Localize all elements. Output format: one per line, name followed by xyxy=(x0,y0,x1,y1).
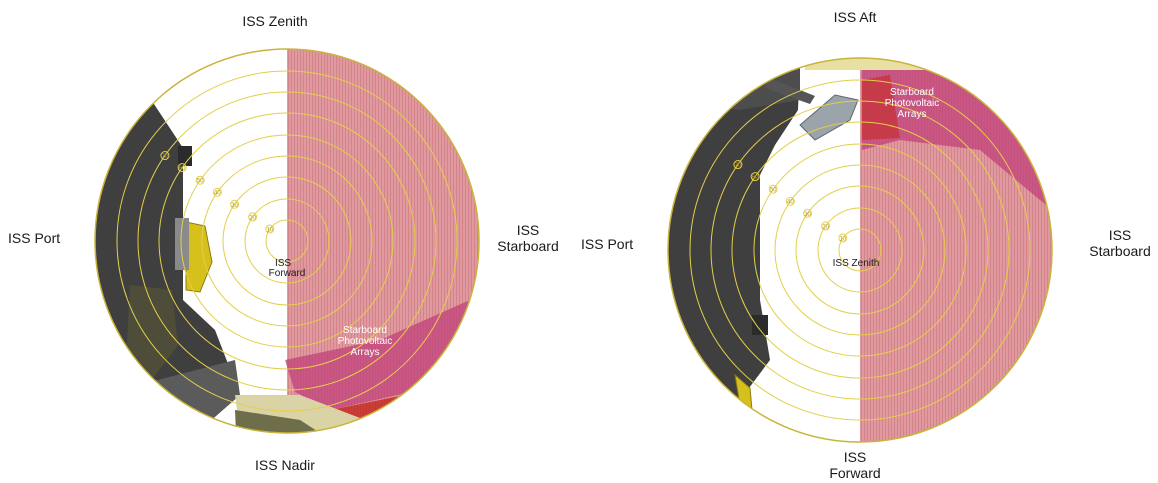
label-arrays-line1: Starboard xyxy=(890,87,934,98)
ring-marker-value: 20 xyxy=(249,215,256,221)
label-center-line2: Forward xyxy=(269,268,306,279)
ring-marker xyxy=(195,175,205,185)
ring-marker xyxy=(803,208,813,218)
ring-marker-value: 40 xyxy=(214,191,221,197)
ring-marker xyxy=(768,184,778,194)
ring-marker xyxy=(160,151,170,161)
figure-forward-view: 10 20 30 40 50 60 70 xyxy=(94,48,480,434)
label-top: ISS Aft xyxy=(834,9,877,25)
label-arrays-line3: Arrays xyxy=(898,109,927,120)
module-truss xyxy=(765,78,815,104)
ring-marker xyxy=(265,224,275,234)
label-top: ISS Zenith xyxy=(242,13,307,29)
solar-array-red-edge xyxy=(330,340,479,430)
label-left: ISS Port xyxy=(581,236,633,252)
elevation-rings xyxy=(116,70,458,412)
label-right-line2: Starboard xyxy=(497,238,558,254)
module-hatch xyxy=(178,146,192,166)
ring-marker xyxy=(230,199,240,209)
ring-marker-value: 20 xyxy=(822,224,829,230)
label-center-line1: ISS xyxy=(275,258,291,269)
ring-marker xyxy=(750,172,760,182)
label-arrays-line1: Starboard xyxy=(343,325,387,336)
label-right-line1: ISS xyxy=(517,222,540,238)
station-module-dark xyxy=(668,58,800,442)
figure-zenith-view: 10 20 30 40 50 60 70 xyxy=(667,57,1053,443)
docked-vehicle xyxy=(799,94,859,141)
ring-marker-value: 40 xyxy=(787,200,794,206)
label-right-line2: Starboard xyxy=(1089,243,1150,259)
radiator-panel xyxy=(185,221,213,293)
ring-marker-value: 70 xyxy=(162,154,169,160)
solar-array-band xyxy=(862,62,1052,210)
label-arrays-line3: Arrays xyxy=(351,347,380,358)
ring-marker xyxy=(733,160,743,170)
ring-marker xyxy=(248,212,258,222)
ring-marker-value: 50 xyxy=(197,179,204,185)
ring-marker xyxy=(177,163,187,173)
label-bottom-line1: ISS xyxy=(844,449,867,465)
outer-horizon-rim xyxy=(94,48,480,434)
label-center: ISS Zenith xyxy=(833,258,880,269)
label-bottom: ISS Nadir xyxy=(255,457,315,473)
ring-value-markers: 10 20 30 40 50 60 70 xyxy=(733,160,848,243)
lower-panel-shadow xyxy=(235,410,320,433)
ring-value-markers: 10 20 30 40 50 60 70 xyxy=(160,151,275,234)
label-left: ISS Port xyxy=(8,230,60,246)
ring-marker xyxy=(821,221,831,231)
label-right-line1: ISS xyxy=(1109,227,1132,243)
outer-horizon-rim xyxy=(667,57,1053,443)
ring-marker-value: 60 xyxy=(752,175,759,181)
ring-marker-value: 50 xyxy=(770,188,777,194)
ring-marker-value: 60 xyxy=(179,166,186,172)
ring-marker-value: 70 xyxy=(735,163,742,169)
ring-marker xyxy=(212,187,222,197)
label-arrays-line2: Photovoltaic xyxy=(885,98,939,109)
ring-marker xyxy=(785,196,795,206)
ring-marker xyxy=(838,233,848,243)
module-bracket xyxy=(175,218,189,270)
top-panel xyxy=(805,58,925,70)
ring-marker-value: 10 xyxy=(839,236,846,242)
module-hatch xyxy=(752,315,768,335)
label-bottom-line2: Forward xyxy=(829,465,880,481)
label-arrays-line2: Photovoltaic xyxy=(338,336,392,347)
solar-array-red-edge xyxy=(862,75,900,140)
ring-marker-value: 10 xyxy=(266,227,273,233)
elevation-rings xyxy=(689,79,1031,421)
ring-marker-value: 30 xyxy=(231,203,238,209)
ring-marker-value: 30 xyxy=(804,212,811,218)
station-module-shade xyxy=(125,285,178,382)
